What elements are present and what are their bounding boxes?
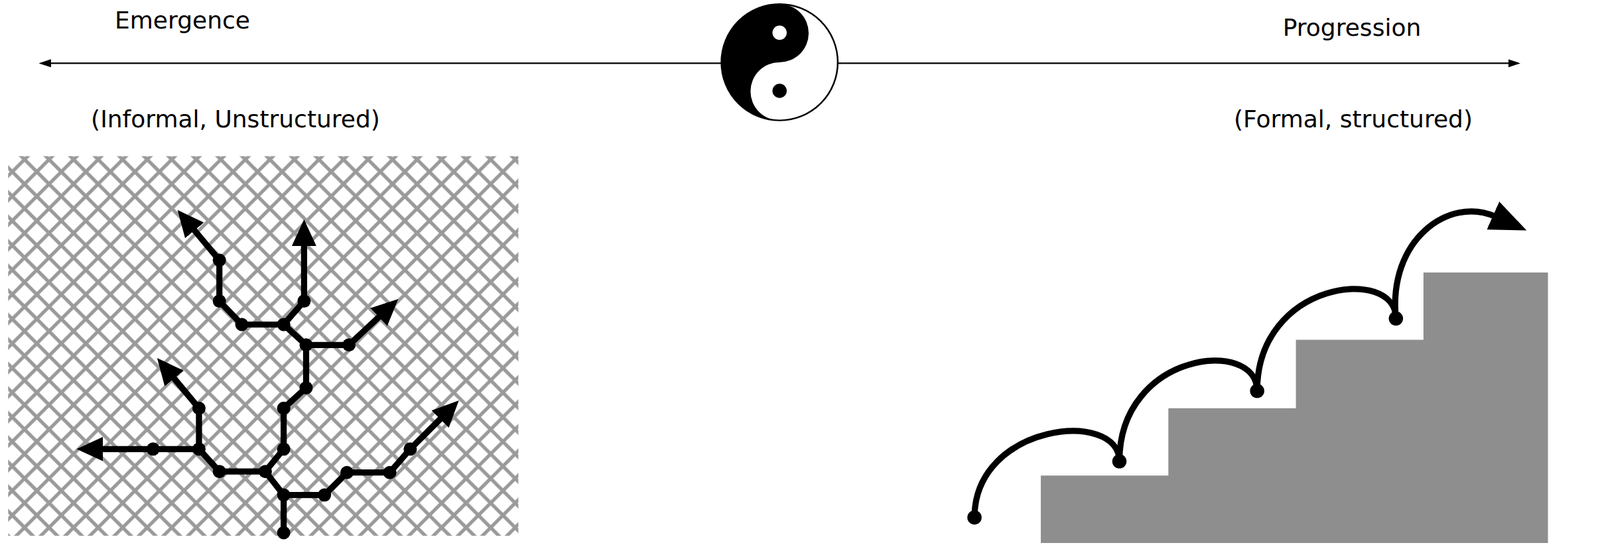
axis-sublabel: (Formal, structured) <box>1233 104 1473 134</box>
branch-dots <box>146 254 418 540</box>
staircase <box>1040 272 1549 544</box>
branching-tree <box>102 229 442 533</box>
progression-arcs <box>974 211 1496 519</box>
axis-label: Progression <box>1282 13 1421 42</box>
yin-yang-symbol <box>721 3 838 121</box>
step-dots <box>967 311 1403 525</box>
axis-label: Emergence <box>114 5 251 35</box>
lattice-ground <box>7 156 519 537</box>
axis-sublabel: (Informal, Unstructured) <box>90 104 381 134</box>
